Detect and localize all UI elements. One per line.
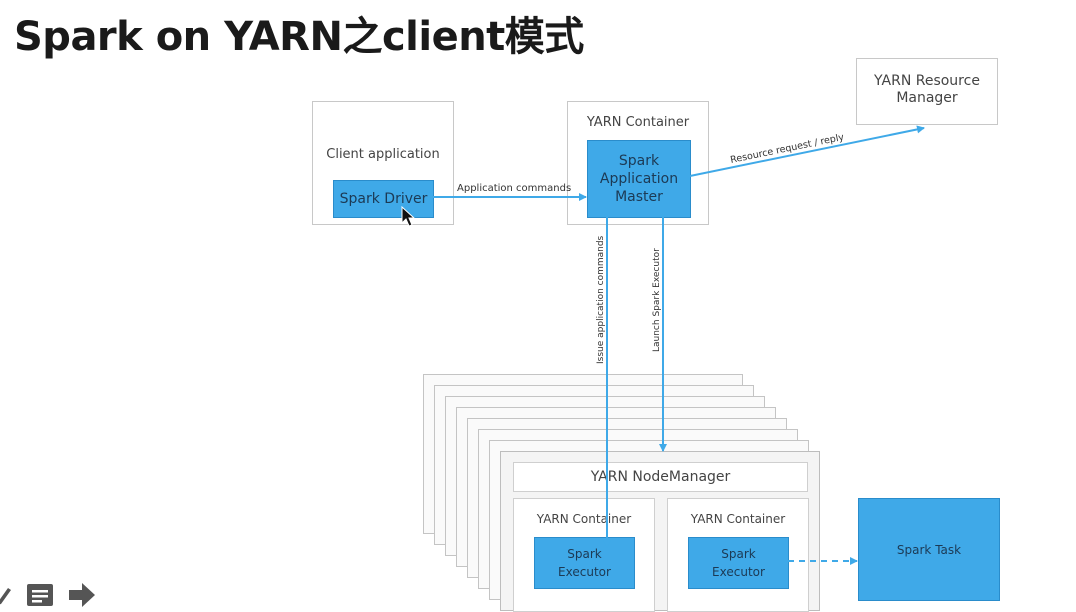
spark-driver-box: Spark Driver [333,180,434,218]
next-arrow-icon[interactable] [68,581,96,609]
yarn-container-top: YARN Container Spark Application Master [567,101,709,225]
yarn-container-left-label: YARN Container [536,512,632,526]
spark-task-box: Spark Task [858,498,1000,601]
label-resource-request: Resource request / reply [729,132,845,166]
label-app-commands: Application commands [457,183,571,194]
resource-manager-box: YARN Resource Manager [856,58,998,125]
yarn-container-right-label: YARN Container [690,512,786,526]
node-manager-front: YARN NodeManager YARN Container Spark Ex… [500,451,820,612]
label-issue-commands: Issue application commands [596,235,606,364]
client-application-label: Client application [326,147,440,162]
yarn-container-right: YARN Container Spark Executor [667,498,809,612]
yarn-container-top-label: YARN Container [586,115,690,130]
client-application-box: Client application Spark Driver [312,101,454,225]
pen-icon[interactable] [0,581,12,609]
arrow-resource-request [689,125,925,177]
presentation-toolbar [0,578,110,611]
resource-manager-label: YARN Resource Manager [874,73,980,106]
node-manager-label: YARN NodeManager [590,469,731,485]
spark-executor-right: Spark Executor [688,537,789,589]
notes-icon[interactable] [26,581,54,609]
node-manager-header: YARN NodeManager [513,462,808,492]
application-master-box: Spark Application Master [587,140,691,218]
yarn-container-left: YARN Container Spark Executor [513,498,655,612]
spark-executor-left: Spark Executor [534,537,635,589]
slide-title: Spark on YARN之client模式 [14,14,584,60]
label-launch-executor: Launch Spark Executor [652,248,662,352]
